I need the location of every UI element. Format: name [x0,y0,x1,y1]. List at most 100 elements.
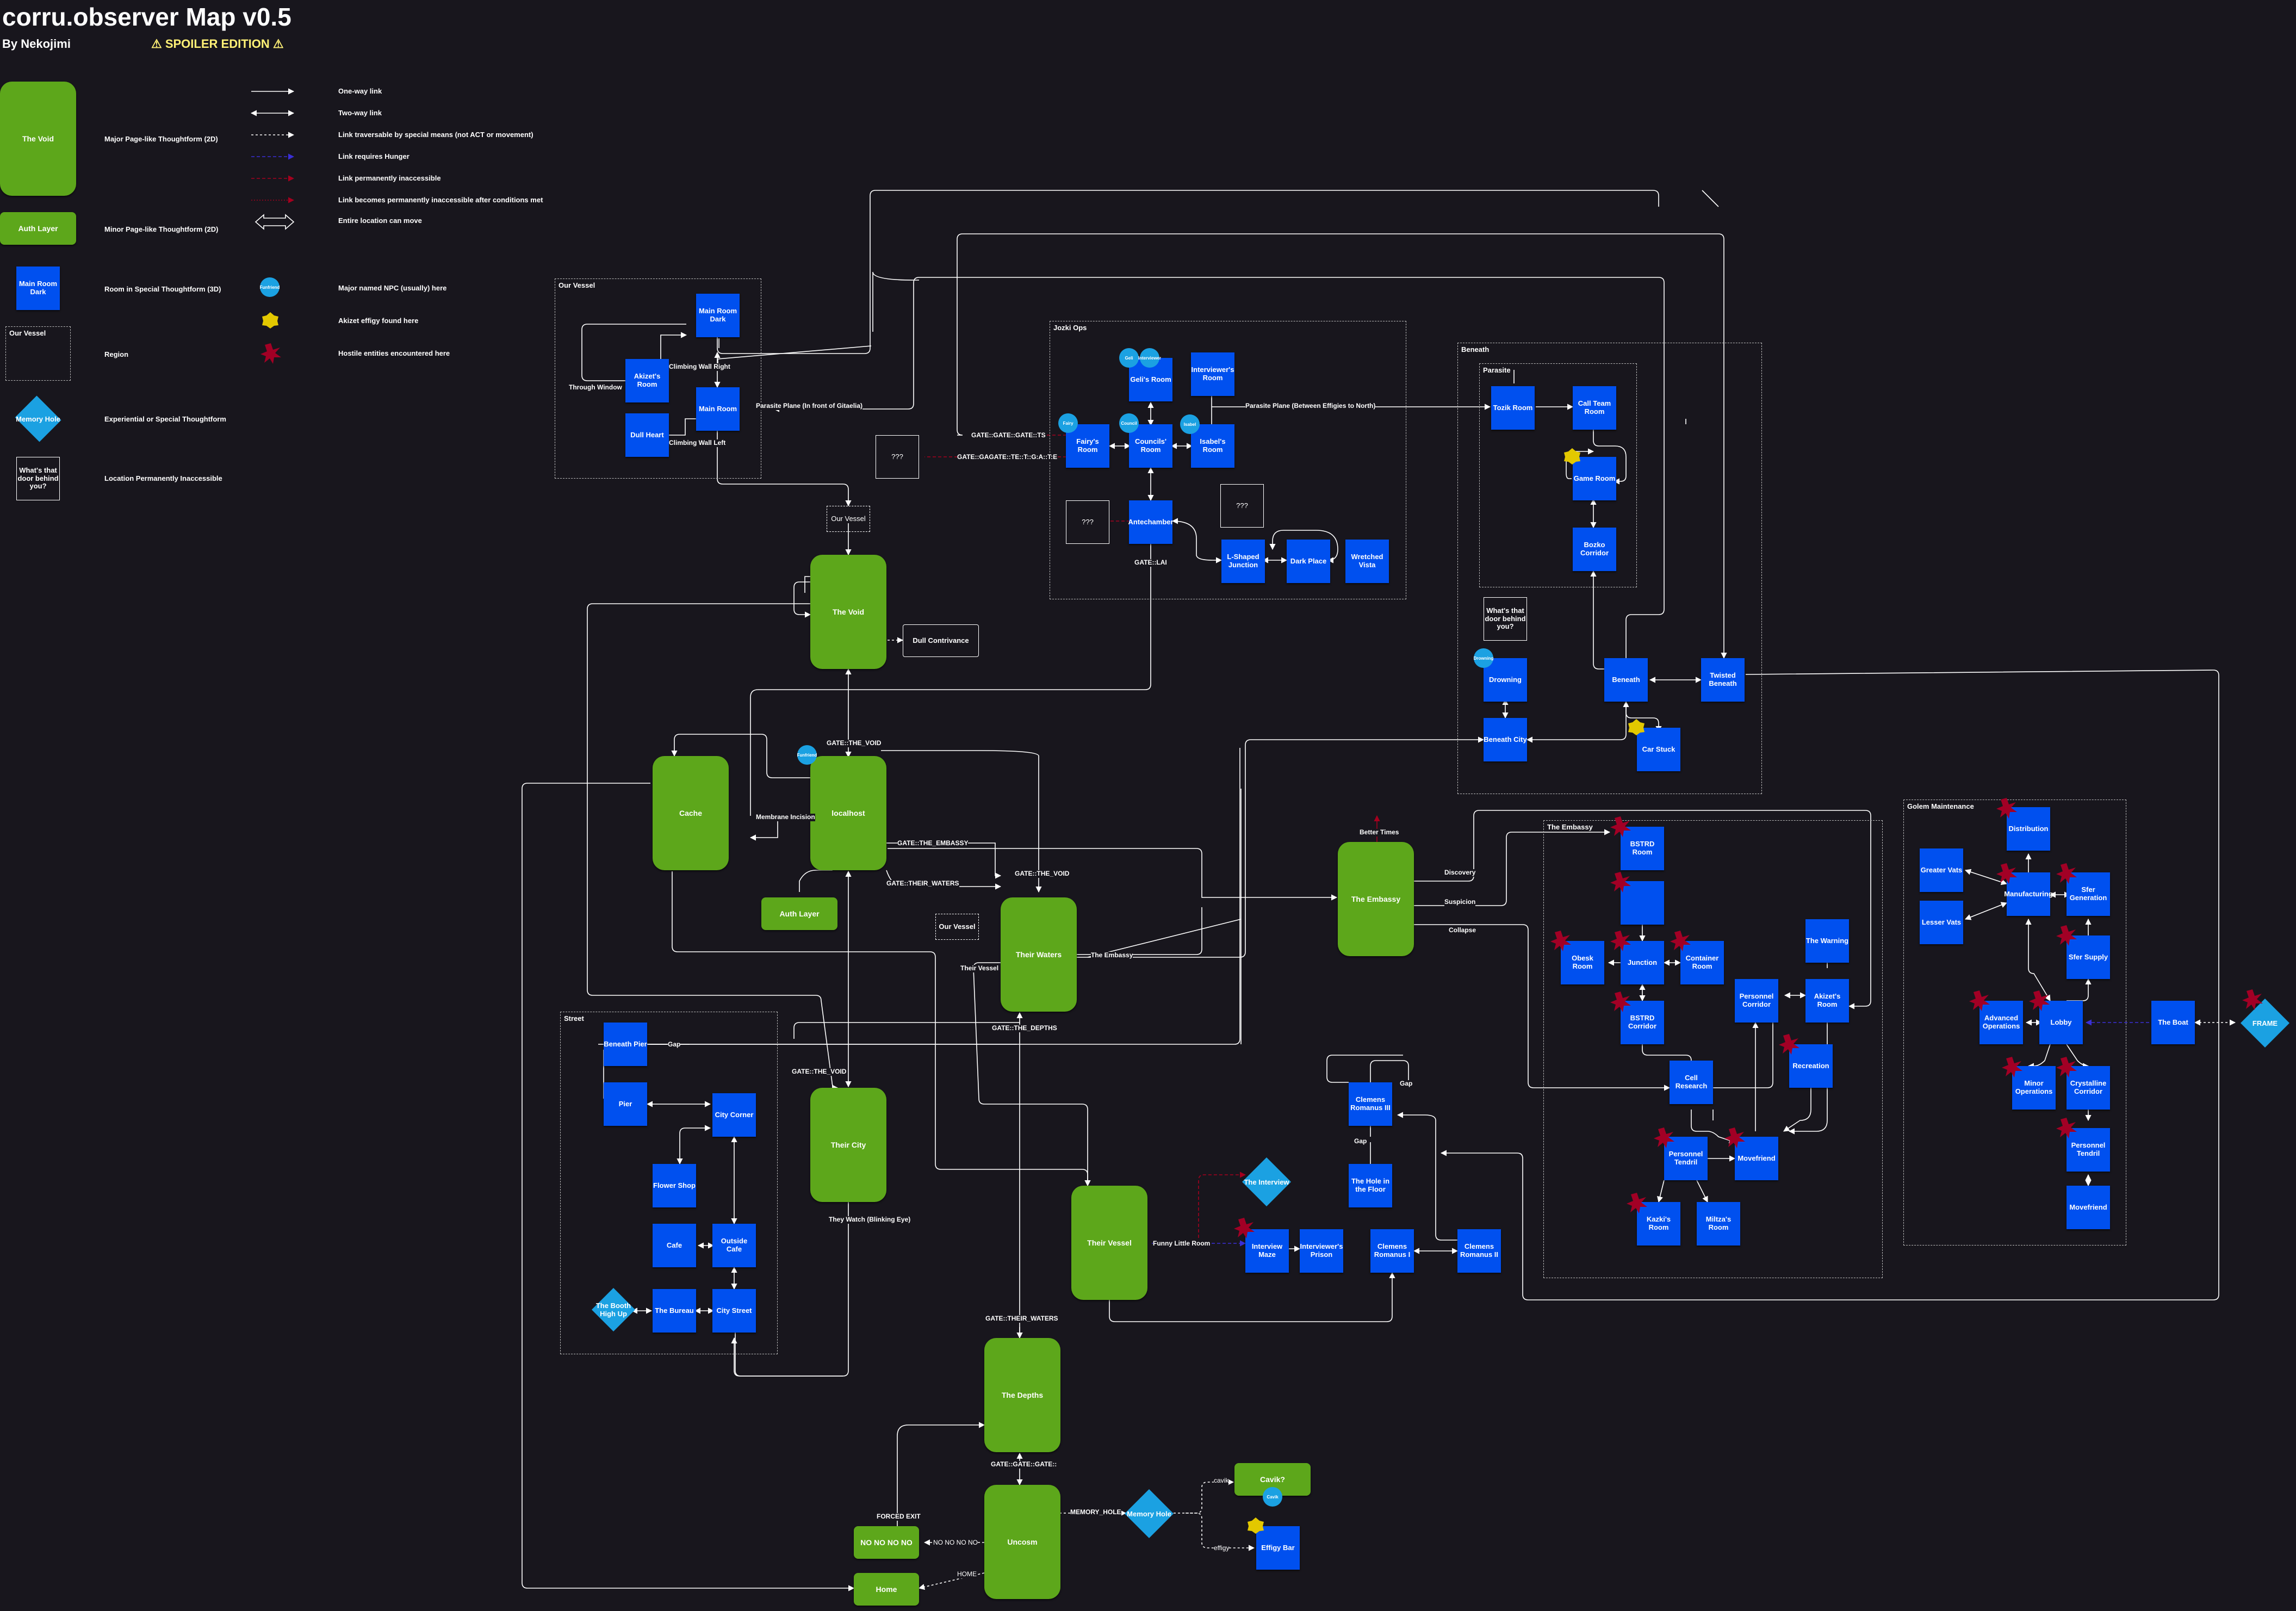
room-clemens-romanus-i[interactable]: Clemens Romanus I [1370,1229,1414,1273]
room-the-warning[interactable]: The Warning [1805,919,1849,963]
room-wretched-vista[interactable]: Wretched Vista [1345,540,1389,583]
page-dull-contrivance[interactable]: Dull Contrivance [903,624,979,657]
room-crystalline-corridor[interactable]: Crystalline Corridor [2067,1066,2110,1110]
page-home[interactable]: Home [854,1573,919,1606]
spoiler-warning: ⚠ SPOILER EDITION ⚠ [151,37,284,51]
room-embassy-unnamed[interactable] [1621,881,1664,925]
room-beneath-pier[interactable]: Beneath Pier [604,1023,647,1066]
room-clemens-romanus-iii[interactable]: Clemens Romanus III [1349,1082,1392,1126]
room-dark-place[interactable]: Dark Place [1287,540,1330,583]
gate-door-behind[interactable]: What's that door behind you? [1484,597,1527,641]
page-the-void[interactable]: The Void [810,555,886,669]
room-akizet-room[interactable]: Akizet's Room [625,359,669,402]
legend-minor-node: Auth Layer [0,212,76,245]
room-call-team-room[interactable]: Call Team Room [1573,386,1616,430]
room-greater-vats[interactable]: Greater Vats [1920,848,1963,892]
legend-perm: Link permanently inaccessible [338,174,441,182]
room-effigy-bar[interactable]: Effigy Bar [1256,1526,1300,1570]
page-uncosm[interactable]: Uncosm [984,1485,1060,1599]
room-personnel-tendril-golem[interactable]: Personnel Tendril [2067,1128,2110,1172]
room-movefriend-embassy[interactable]: Movefriend [1735,1137,1778,1180]
room-car-stuck[interactable]: Car Stuck [1637,728,1680,771]
room-obesk-room[interactable]: Obesk Room [1561,941,1604,984]
room-antechamber[interactable]: Antechamber [1128,500,1174,544]
room-drowning[interactable]: Drowning [1484,658,1527,702]
gate-unknown-2[interactable]: ??? [1066,500,1109,544]
edge-label-better-times: Better Times [1360,828,1399,837]
room-container-room[interactable]: Container Room [1680,941,1724,984]
room-city-street[interactable]: City Street [712,1289,756,1333]
page-the-embassy[interactable]: The Embassy [1338,842,1414,956]
room-kazkis-room[interactable]: Kazki's Room [1637,1202,1680,1246]
mini-our-vessel[interactable]: Our Vessel [827,506,870,532]
room-outside-cafe[interactable]: Outside Cafe [712,1224,756,1267]
room-akizet-room-embassy[interactable]: Akizet's Room [1805,979,1849,1023]
hostile-bstrd-corridor [1610,992,1631,1012]
gate-unknown-3[interactable]: ??? [1220,484,1264,528]
gate-unknown-1[interactable]: ??? [876,435,919,479]
page-their-waters[interactable]: Their Waters [1001,897,1077,1012]
memory-hole-label: Memory Hole [1127,1509,1171,1518]
room-tozik-room[interactable]: Tozik Room [1491,386,1535,430]
page-no-no-no[interactable]: NO NO NO NO [854,1526,919,1559]
room-beneath[interactable]: Beneath [1604,658,1648,702]
room-councils-room[interactable]: Councils' Room [1129,424,1172,468]
room-game-room[interactable]: Game Room [1573,457,1616,500]
room-recreation[interactable]: Recreation [1789,1044,1833,1088]
room-dull-heart[interactable]: Dull Heart [625,413,669,457]
room-twisted-beneath[interactable]: Twisted Beneath [1701,658,1745,702]
edge-label-gap-2: Gap [1400,1080,1413,1088]
special-memory-hole[interactable]: Memory Hole [1125,1489,1174,1538]
room-hole-in-floor[interactable]: The Hole in the Floor [1349,1164,1392,1207]
page-localhost[interactable]: localhost [810,756,886,870]
page-cavik[interactable]: Cavik? [1234,1463,1311,1496]
legend-effigy-icon [262,312,278,329]
room-bozko-corridor[interactable]: Bozko Corridor [1573,528,1616,571]
room-l-shaped-junction[interactable]: L-Shaped Junction [1221,540,1265,583]
room-lobby[interactable]: Lobby [2039,1001,2083,1044]
room-city-corner[interactable]: City Corner [712,1093,756,1137]
special-the-interview[interactable]: The Interview [1242,1157,1291,1206]
room-main-room-dark[interactable]: Main Room Dark [696,294,740,337]
hostile-personnel-tendril-embassy [1654,1127,1674,1148]
special-the-booth[interactable]: The Booth High Up [592,1288,635,1331]
room-beneath-city[interactable]: Beneath City [1484,718,1527,761]
hostile-movefriend-embassy [1724,1127,1745,1148]
page-their-city[interactable]: Their City [810,1088,886,1202]
room-bstrd-corridor[interactable]: BSTRD Corridor [1621,1001,1664,1044]
room-bstrd-room[interactable]: BSTRD Room [1621,827,1664,870]
page-their-vessel[interactable]: Their Vessel [1071,1186,1147,1300]
room-cell-research[interactable]: Cell Research [1670,1061,1713,1104]
room-advanced-operations[interactable]: Advanced Operations [1979,1001,2023,1044]
room-minor-operations[interactable]: Minor Operations [2012,1066,2056,1110]
room-the-bureau[interactable]: The Bureau [653,1289,696,1333]
edge-label-discovery: Discovery [1444,869,1476,877]
room-the-boat[interactable]: The Boat [2151,1001,2195,1044]
room-cafe[interactable]: Cafe [653,1224,696,1267]
room-distribution[interactable]: Distribution [2007,807,2050,851]
mini-our-vessel-2[interactable]: Our Vessel [935,914,979,940]
room-isabel-room[interactable]: Isabel's Room [1191,424,1234,468]
room-manufacturing[interactable]: Manufacturing [2004,872,2053,916]
room-flower-shop[interactable]: Flower Shop [653,1164,696,1207]
room-sfer-supply[interactable]: Sfer Supply [2067,935,2110,979]
room-personnel-tendril-embassy[interactable]: Personnel Tendril [1664,1137,1708,1180]
special-frame[interactable]: FRAME [2241,999,2289,1048]
room-interviewers-prison[interactable]: Interviewer's Prison [1300,1229,1343,1273]
room-sfer-generation[interactable]: Sfer Generation [2067,872,2110,916]
room-interview-maze[interactable]: Interview Maze [1245,1229,1289,1273]
room-interviewer-room[interactable]: Interviewer's Room [1191,352,1234,396]
room-lesser-vats[interactable]: Lesser Vats [1920,901,1963,944]
room-personnel-corridor[interactable]: Personnel Corridor [1735,979,1778,1023]
page-the-depths[interactable]: The Depths [984,1338,1060,1452]
room-pier[interactable]: Pier [604,1082,647,1126]
page-auth-layer[interactable]: Auth Layer [761,897,837,930]
room-geli-room[interactable]: Geli's Room [1129,358,1172,401]
room-movefriend-golem[interactable]: Movefriend [2067,1186,2110,1229]
room-miltzas-room[interactable]: Miltza's Room [1697,1202,1740,1246]
room-main-room[interactable]: Main Room [696,387,740,431]
page-cache[interactable]: Cache [653,756,729,870]
room-clemens-romanus-ii[interactable]: Clemens Romanus II [1457,1229,1501,1273]
room-junction[interactable]: Junction [1621,941,1664,984]
